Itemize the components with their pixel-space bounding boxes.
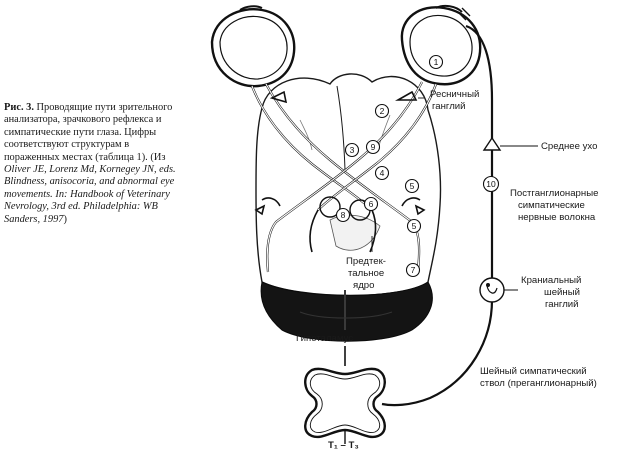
cranial-ganglion-label-3: ганглий <box>545 299 579 310</box>
spinal-segment-label: T₁ – T₃ <box>328 440 359 451</box>
pretectal-label-2: тальное <box>348 268 384 279</box>
marker-7: 7 <box>405 262 421 278</box>
pretectal-label-3: ядро <box>353 280 374 291</box>
marker-2: 2 <box>374 103 390 119</box>
sympathetic-pathway <box>381 24 538 407</box>
svg-text:7: 7 <box>411 265 416 275</box>
svg-text:5: 5 <box>412 221 417 231</box>
marker-5-lower: 5 <box>406 218 422 234</box>
sympathetic-trunk-label-2: ствол (преганглионарный) <box>480 378 597 389</box>
svg-text:2: 2 <box>380 106 385 116</box>
sympathetic-trunk-label-1: Шейный симпатический <box>480 366 587 377</box>
pretectal-label-1: Предтек- <box>346 256 386 267</box>
spinal-cord-section <box>304 346 386 444</box>
ciliary-ganglion-label-1: Ресничный <box>430 89 479 100</box>
optic-pathways <box>250 81 438 273</box>
marker-6: 6 <box>363 196 379 212</box>
caption-text: Проводящие пути зрительного анализатора,… <box>4 102 173 163</box>
caption-citation: Oliver JE, Lorenz Md, Kornegey JN, eds. … <box>4 164 176 225</box>
leader-lines <box>371 97 424 252</box>
postganglionic-label-2: симпатические <box>518 200 585 211</box>
marker-8: 8 <box>335 207 351 223</box>
svg-text:10: 10 <box>486 179 496 189</box>
svg-text:8: 8 <box>341 210 346 220</box>
right-eye <box>400 4 482 86</box>
svg-text:4: 4 <box>380 168 385 178</box>
middle-ear-label: Среднее ухо <box>541 141 597 152</box>
svg-text:9: 9 <box>371 142 376 152</box>
postganglionic-label-3: нервные волокна <box>518 212 596 223</box>
figure-caption: Рис. 3. Проводящие пути зрительного анал… <box>4 102 180 226</box>
postganglionic-label-1: Постганглионарные <box>510 188 598 199</box>
cranial-ganglion-label-1: Краниальный <box>521 275 581 286</box>
figure-label: Рис. 3. <box>4 102 34 113</box>
left-eye <box>210 5 296 88</box>
svg-text:1: 1 <box>434 57 439 67</box>
ciliary-ganglion-label-2: ганглий <box>432 101 466 112</box>
marker-5-upper: 5 <box>404 178 420 194</box>
marker-1: 1 <box>428 54 444 70</box>
marker-3: 3 <box>344 142 360 158</box>
cranial-ganglion-label-2: шейный <box>544 287 580 298</box>
marker-10: 10 <box>482 175 500 193</box>
marker-9: 9 <box>365 139 381 155</box>
svg-text:5: 5 <box>410 181 415 191</box>
svg-text:6: 6 <box>369 199 374 209</box>
svg-text:3: 3 <box>350 145 355 155</box>
hypothalamus-label: Гипоталамус <box>296 333 353 344</box>
cerebellum <box>260 281 433 342</box>
caption-end: ) <box>63 213 67 225</box>
marker-4: 4 <box>374 165 390 181</box>
